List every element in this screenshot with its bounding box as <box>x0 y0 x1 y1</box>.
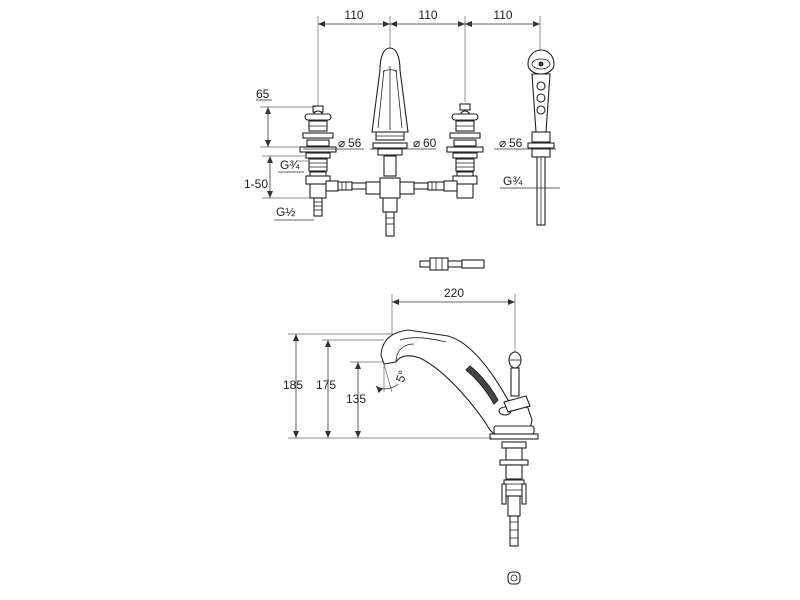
angle-annotation: 5° <box>375 363 410 394</box>
shower-diameter-label: 56 <box>509 136 523 150</box>
left-diameter-label: 56 <box>348 136 362 150</box>
height-outlet-label: 135 <box>346 392 366 406</box>
spacing-label-2: 110 <box>418 8 437 22</box>
hand-shower: ⌀ 56 G¾ <box>494 49 560 226</box>
connector-detail <box>419 257 485 271</box>
height-total-label: 185 <box>283 378 303 392</box>
left-handle-valve <box>299 105 353 217</box>
height-label: 65 <box>256 87 270 101</box>
spout-diameter-label: 60 <box>423 136 437 150</box>
nut-detail <box>507 571 521 585</box>
spacing-label-3: 110 <box>493 8 512 22</box>
deck-range-label: 1-50 <box>244 177 268 191</box>
side-handle <box>503 351 531 413</box>
reach-dimension: 220 <box>391 286 516 352</box>
center-spout: ⌀ 60 <box>365 47 437 237</box>
side-spout <box>380 329 539 440</box>
thread-label-right: G¾ <box>503 174 523 188</box>
reach-label: 220 <box>444 286 464 300</box>
height-dimensions: 185 175 135 <box>283 333 492 439</box>
top-left-dimensions: 65 G¾ 1-50 G½ ⌀ 56 <box>244 87 364 221</box>
right-handle-valve <box>443 103 484 199</box>
diameter-symbol-2: ⌀ <box>413 136 420 150</box>
spacing-dimension: 110 110 110 <box>317 8 541 108</box>
inlet-thread-label: G½ <box>276 205 295 219</box>
thread-label-left: G¾ <box>280 158 300 172</box>
spacing-label-1: 110 <box>344 8 363 22</box>
side-underdeck <box>499 441 529 547</box>
side-view: 220 <box>283 286 539 547</box>
diameter-symbol-1: ⌀ <box>338 136 345 150</box>
angle-label: 5° <box>393 368 410 384</box>
height-mid-label: 175 <box>316 378 336 392</box>
diameter-symbol-3: ⌀ <box>499 136 506 150</box>
top-view: 110 110 110 <box>244 8 560 237</box>
